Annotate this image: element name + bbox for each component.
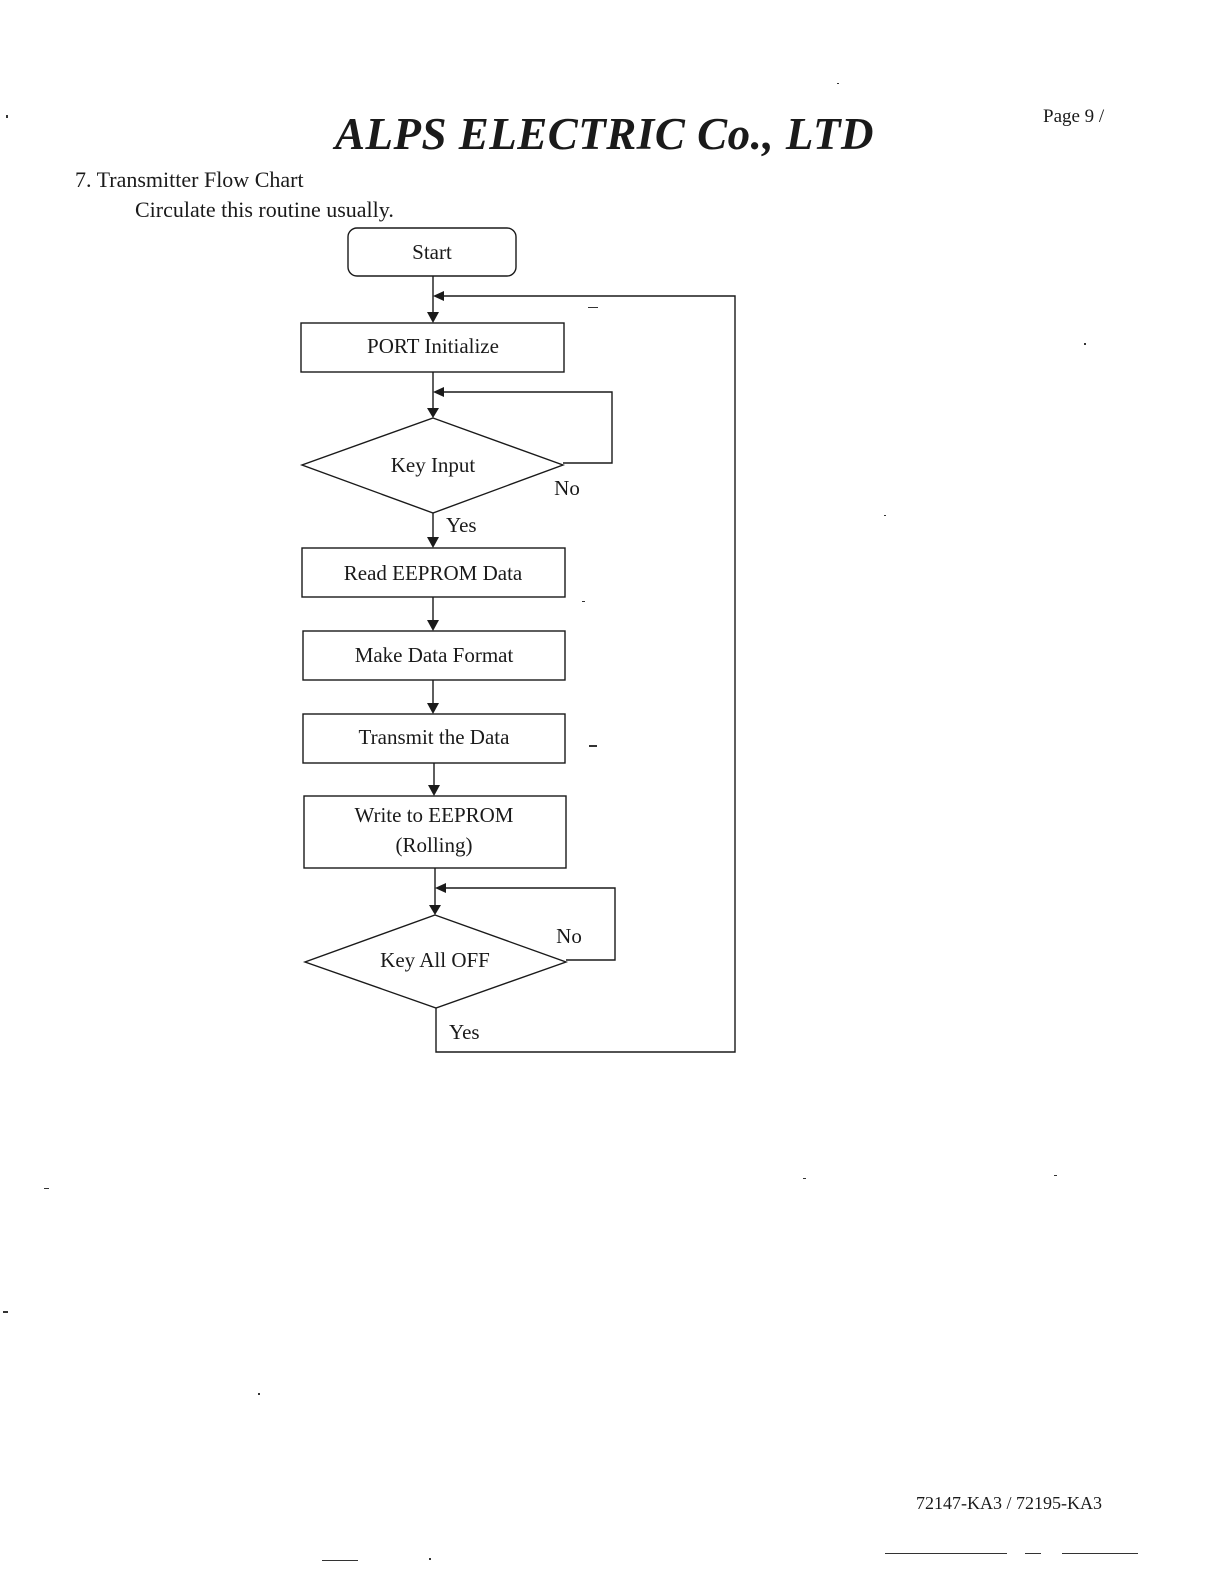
key-all-off-label: Key All OFF	[380, 948, 490, 972]
arrow-into-make-format	[427, 620, 439, 631]
document-code: 72147-KA3 / 72195-KA3	[916, 1493, 1102, 1514]
arrow-into-write-eeprom	[428, 785, 440, 796]
read-eeprom-label: Read EEPROM Data	[344, 561, 523, 585]
port-initialize-box: PORT Initialize	[301, 323, 564, 372]
key-input-yes-label: Yes	[446, 513, 477, 537]
arrow-into-key-all-off	[429, 905, 441, 915]
key-all-off-no-label: No	[556, 924, 582, 948]
key-input-decision: Key Input	[302, 418, 563, 513]
arrow-into-port-initialize	[427, 312, 439, 323]
port-initialize-label: PORT Initialize	[367, 334, 499, 358]
arrow-main-return	[433, 291, 444, 301]
key-all-off-yes-label: Yes	[449, 1020, 480, 1044]
key-input-label: Key Input	[391, 453, 476, 477]
arrow-into-read-eeprom	[427, 537, 439, 548]
transmit-data-label: Transmit the Data	[359, 725, 511, 749]
write-eeprom-label-line1: Write to EEPROM	[355, 803, 514, 827]
make-data-format-label: Make Data Format	[355, 643, 514, 667]
scan-specks	[3, 83, 1138, 1561]
write-eeprom-box: Write to EEPROM (Rolling)	[304, 796, 566, 868]
write-eeprom-label-line2: (Rolling)	[396, 833, 473, 857]
key-input-no-label: No	[554, 476, 580, 500]
start-terminal: Start	[348, 228, 516, 276]
make-data-format-box: Make Data Format	[303, 631, 565, 680]
transmit-data-box: Transmit the Data	[303, 714, 565, 763]
arrow-into-key-input	[427, 408, 439, 418]
start-terminal-label: Start	[412, 240, 452, 264]
arrow-key-all-off-no-return	[435, 883, 446, 893]
key-all-off-decision: Key All OFF	[305, 915, 566, 1008]
read-eeprom-box: Read EEPROM Data	[302, 548, 565, 597]
arrow-key-input-no-return	[433, 387, 444, 397]
arrow-into-transmit	[427, 703, 439, 714]
